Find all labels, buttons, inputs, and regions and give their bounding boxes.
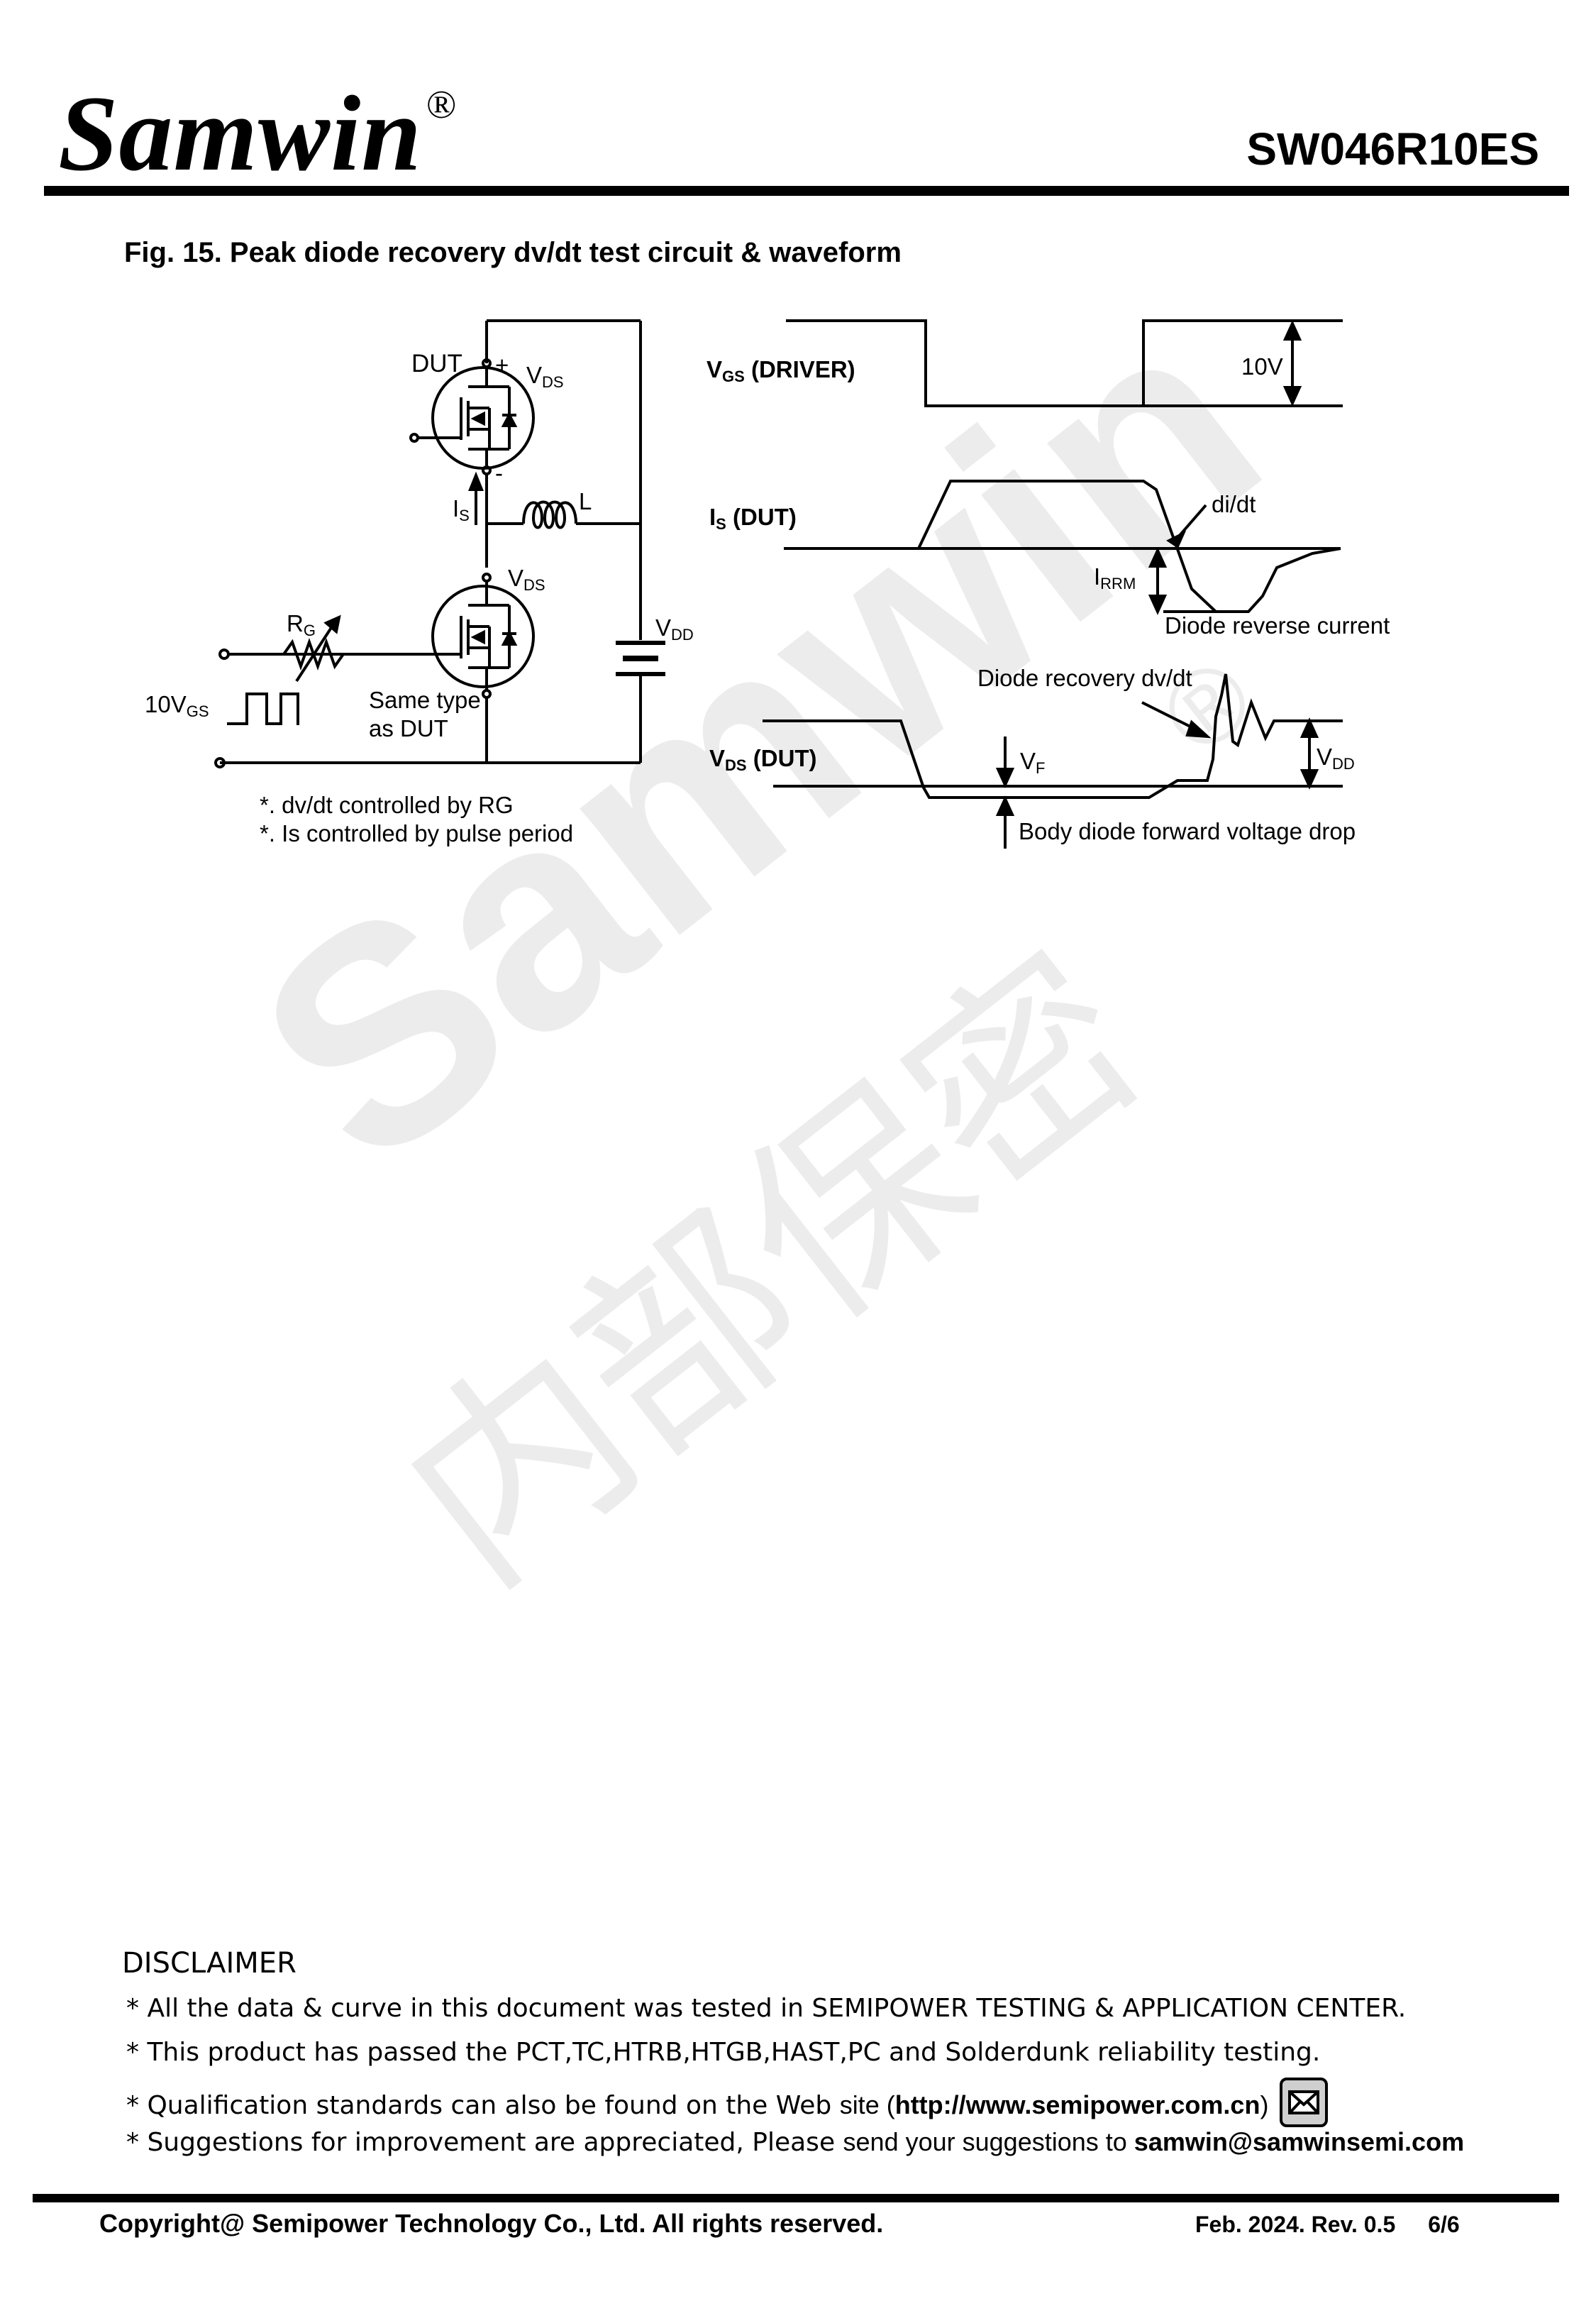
label-dut: DUT	[411, 350, 462, 377]
label-body-diode: Body diode forward voltage drop	[1019, 818, 1356, 844]
disclaimer-line-1: * All the data & curve in this document …	[126, 1994, 1407, 2023]
label-vgs-driver: VGS (DRIVER)	[706, 356, 855, 385]
mail-icon[interactable]	[1280, 2078, 1329, 2127]
label-rg: RG	[287, 610, 316, 639]
disclaimer-line-2: * This product has passed the PCT,TC,HTR…	[126, 2038, 1321, 2067]
label-minus: -	[495, 460, 503, 486]
email-link[interactable]: samwin@samwinsemi.com	[1134, 2127, 1465, 2156]
website-link[interactable]: http://www.semipower.com.cn	[894, 2090, 1260, 2119]
label-as-dut: as DUT	[369, 715, 448, 741]
label-is: IS	[453, 495, 470, 524]
logo-text: Samwin	[58, 74, 422, 193]
label-vdd: VDD	[655, 614, 694, 644]
label-same-type: Same type	[369, 687, 481, 713]
waveforms	[763, 319, 1343, 849]
label-10v: 10V	[1241, 353, 1283, 380]
page-number: 6/6	[1428, 2212, 1460, 2237]
logo-registered-mark: ®	[426, 83, 458, 127]
label-plus: +	[495, 352, 509, 378]
footer-rule	[33, 2194, 1559, 2202]
label-10vgs: 10VGS	[145, 691, 209, 720]
part-number: SW046R10ES	[1246, 123, 1539, 175]
waveform-labels: VGS (DRIVER) 10V IS (DUT) di/dt IRRM Dio…	[706, 353, 1390, 844]
label-diode-recovery: Diode recovery dv/dt	[977, 665, 1192, 691]
brand-logo: Samwin®	[58, 79, 457, 187]
note-dvdt: *. dv/dt controlled by RG	[260, 792, 514, 818]
watermark-reg: ®	[1139, 635, 1275, 777]
disclaimer-title: DISCLAIMER	[122, 1947, 297, 1980]
label-diode-reverse: Diode reverse current	[1165, 612, 1390, 639]
dut-mosfet	[409, 358, 535, 470]
revision-info: Feb. 2024. Rev. 0.5 6/6	[1195, 2212, 1460, 2238]
low-side-mosfet	[431, 573, 535, 763]
circuit-labels: DUT + VDS - IS L VDS RG VDD 10VGS Same t…	[145, 350, 694, 846]
label-vds-top: VDS	[526, 362, 564, 391]
label-didt: di/dt	[1212, 491, 1256, 517]
figure-title: Fig. 15. Peak diode recovery dv/dt test …	[124, 237, 902, 268]
disclaimer-line-4: * Suggestions for improvement are apprec…	[126, 2127, 1465, 2157]
revision-date: Feb. 2024. Rev. 0.5	[1195, 2212, 1396, 2237]
note-is: *. Is controlled by pulse period	[260, 820, 573, 846]
label-is-dut: IS (DUT)	[709, 504, 797, 533]
label-vf: VF	[1020, 748, 1045, 777]
label-vds-bottom: VDS	[508, 565, 545, 594]
test-circuit	[214, 319, 665, 768]
header-rule	[44, 186, 1569, 196]
label-l: L	[579, 488, 592, 514]
label-vdd-wave: VDD	[1317, 744, 1355, 773]
watermark: Samwin ® 内部保密	[199, 251, 1317, 1626]
label-irrm: IRRM	[1094, 563, 1136, 592]
disclaimer-line-3: * Qualification standards can also be fo…	[126, 2078, 1329, 2131]
label-vds-dut: VDS (DUT)	[709, 745, 817, 774]
copyright: Copyright@ Semipower Technology Co., Ltd…	[99, 2209, 884, 2238]
